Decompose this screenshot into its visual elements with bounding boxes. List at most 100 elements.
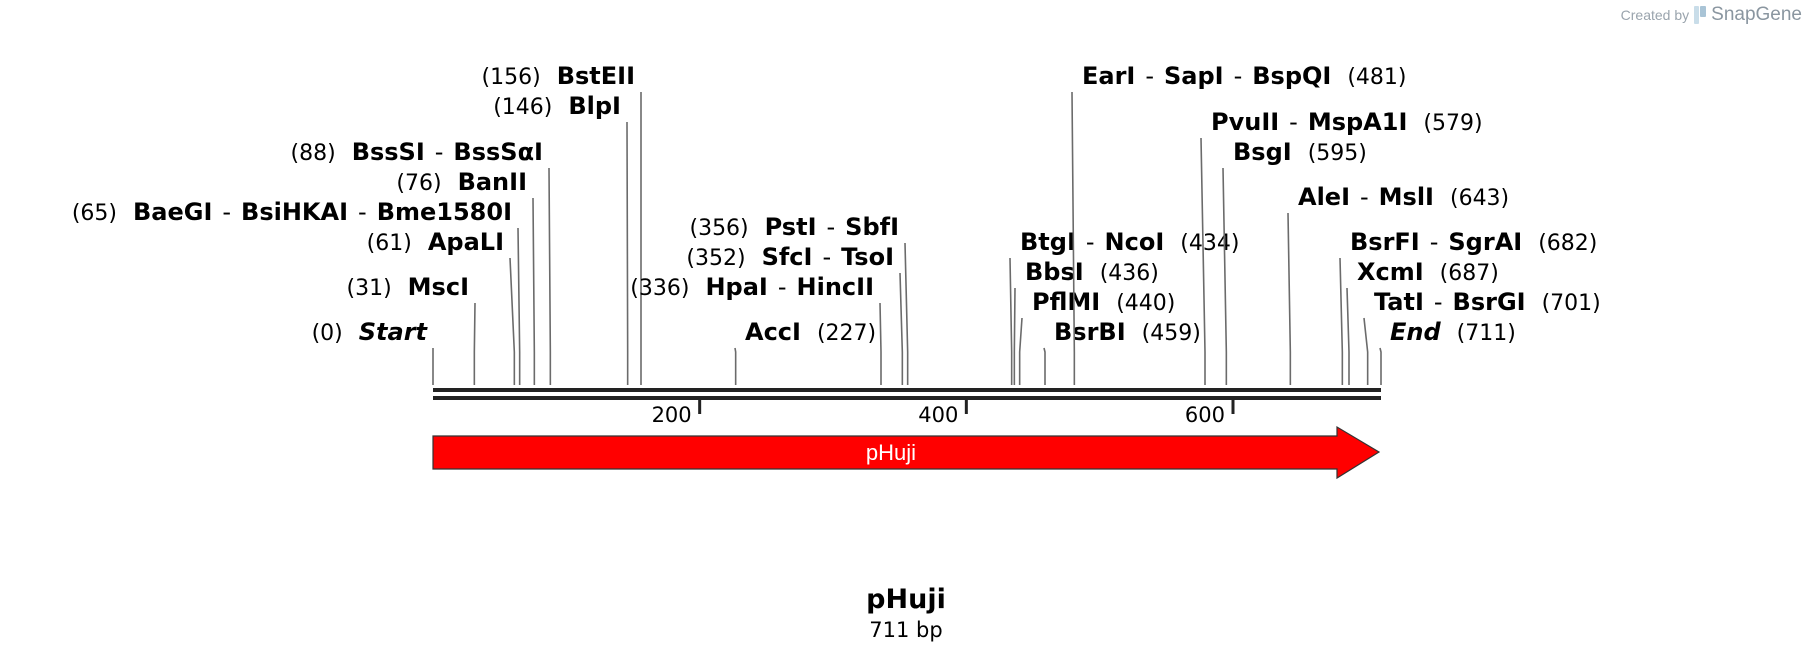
site-eari[interactable]: EarI-SapI-BspQI(481) [1071,62,1407,385]
site-stem [1339,257,1344,385]
name-separator: - [222,198,231,226]
site-sfci[interactable]: (352)SfcI-TsoI [686,243,904,385]
enzyme-name: BsiHKAI [241,198,348,226]
plasmid-length: 711 bp [869,618,943,642]
enzyme-name: BlpI [568,92,621,120]
enzyme-name: ApaLI [428,228,504,256]
site-position: (440) [1116,291,1175,316]
site-xcmi[interactable]: XcmI (687) [1346,258,1499,385]
name-separator: - [358,198,367,226]
site-stem [1200,137,1206,385]
site-position: (701) [1542,291,1601,316]
site-stem [626,121,629,385]
site-tati[interactable]: TatI-BsrGI (701) [1363,288,1601,385]
site-banii[interactable]: (76) BanII [396,168,536,385]
enzyme-name: BsrGI [1453,288,1526,316]
plasmid-title: pHuji 711 bp [0,583,1812,643]
enzyme-name: TsoI [841,243,894,271]
site-stem [879,302,882,385]
site-basssi[interactable]: (88)BssSI-BssSαI [291,138,552,385]
site-position: (436) [1100,261,1159,286]
site-bsrbi[interactable]: BsrBI(459) [1043,318,1201,385]
enzyme-name: XcmI [1357,258,1424,286]
site-position: (0) [312,321,343,346]
site-stem [532,197,536,385]
site-btgi[interactable]: BtgI-NcoI(434) [1009,228,1239,385]
name-separator: - [1434,288,1443,316]
enzyme-name: PflMI [1032,288,1100,316]
site-position: (156) [482,65,541,90]
site-position: (88) [291,141,336,166]
enzyme-name: MspA1I [1308,108,1408,136]
site-blpi[interactable]: (146) BlpI [493,92,629,385]
name-separator: - [1289,108,1298,136]
feature-phuji[interactable]: pHuji [432,425,1381,480]
site-bsteii[interactable]: (156) BstEII [482,62,642,385]
enzyme-name: PvuII [1211,108,1279,136]
site-bsrfi[interactable]: BsrFI-SgrAI(682) [1339,228,1597,385]
enzyme-name: BstEII [557,62,635,90]
enzyme-name: Bme1580I [377,198,512,226]
site-position: (31) [347,276,392,301]
site-msci[interactable]: (31)MscI [347,273,476,385]
restriction-sites: (0) Start(31)MscI(61)ApaLI(65)BaeGI-BsiHK… [72,62,1601,385]
enzyme-name: BssSI [352,138,425,166]
site-stem [517,227,521,385]
site-stem [1018,317,1023,385]
site-position: (682) [1538,231,1597,256]
site-position: (356) [689,216,748,241]
site-position: (434) [1180,231,1239,256]
name-separator: - [1360,183,1369,211]
site-baegi[interactable]: (65)BaeGI-BsiHKAI-Bme1580I [72,198,521,385]
enzyme-name: BaeGI [133,198,212,226]
name-separator: - [778,273,787,301]
feature-label: pHuji [866,440,916,465]
site-hpai[interactable]: (336)HpaI-HincII [630,273,882,385]
enzyme-name: AleI [1298,183,1350,211]
site-bsgi[interactable]: BsgI(595) [1222,138,1367,385]
enzyme-name: BbsI [1025,258,1084,286]
enzyme-name: Start [359,318,429,346]
name-separator: - [435,138,444,166]
site-position: (711) [1457,321,1516,346]
site-end[interactable]: End(711) [1379,318,1516,385]
site-position: (687) [1440,261,1499,286]
enzyme-name: BanII [458,168,527,196]
plasmid-name: pHuji [866,584,946,615]
site-stem [1346,287,1350,385]
site-position: (146) [493,95,552,120]
site-stem [1043,347,1046,385]
site-pflmi[interactable]: PflMI (440) [1018,288,1176,385]
name-separator: - [1145,62,1154,90]
site-pvuii[interactable]: PvuII-MspA1I(579) [1200,108,1483,385]
enzyme-name: SapI [1164,62,1224,90]
name-separator: - [827,213,836,241]
enzyme-name: BsrFI [1350,228,1420,256]
site-stem [548,167,552,385]
site-stem [1379,347,1382,385]
enzyme-name: HincII [797,273,874,301]
site-position: (352) [686,246,745,271]
enzyme-name: TatI [1374,288,1424,316]
site-stem [899,272,904,385]
site-start[interactable]: (0) Start [312,318,434,385]
enzyme-name: PstI [765,213,817,241]
site-stem [1222,167,1228,385]
site-psti[interactable]: (356)PstI-SbfI [689,213,909,385]
site-stem [904,242,909,385]
site-alei[interactable]: AleI-MslI(643) [1287,183,1509,385]
enzyme-name: BsrBI [1054,318,1126,346]
enzyme-name: BsgI [1233,138,1292,166]
site-stem [1013,287,1016,385]
site-position: (76) [396,171,441,196]
site-apali[interactable]: (61)ApaLI [367,228,516,385]
site-stem [473,302,476,385]
credit-brand: SnapGene [1711,4,1802,25]
ruler-label: 600 [1185,403,1225,427]
enzyme-name: BssSαI [453,138,543,166]
site-acci[interactable]: AccI(227) [734,318,876,385]
name-separator: - [822,243,831,271]
feature-arrow[interactable] [432,425,1381,480]
name-separator: - [1234,62,1243,90]
